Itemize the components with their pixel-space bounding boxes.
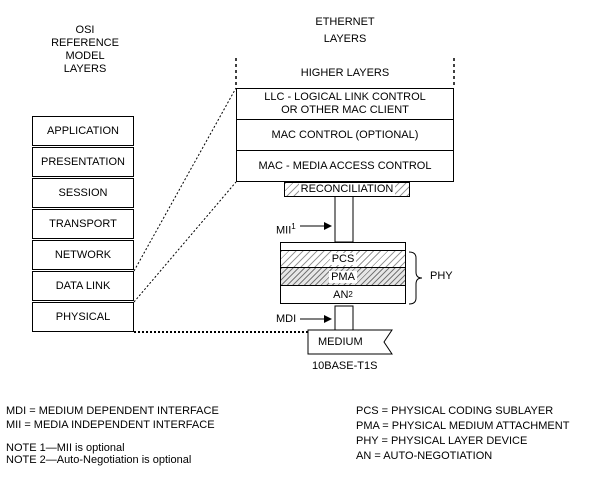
osi-title-line: OSI (75, 24, 95, 36)
pcs-label: PCS (329, 253, 357, 265)
pcs-box: PCS (280, 250, 406, 268)
legend-item: MII = MEDIA INDEPENDENT INTERFACE (6, 419, 215, 431)
data-link-lower-line (133, 181, 237, 303)
mdi-label: MDI (276, 313, 297, 325)
phy-brace (408, 251, 423, 305)
osi-layer-physical: PHYSICAL (32, 302, 134, 332)
legend-right: PCS = PHYSICAL CODING SUBLAYER PMA = PHY… (356, 404, 569, 464)
osi-layer-label: PHYSICAL (55, 311, 111, 323)
higher-layers: HIGHER LAYERS (236, 58, 454, 88)
osi-layer-presentation: PRESENTATION (32, 147, 134, 177)
higher-layers-label: HIGHER LAYERS (300, 66, 390, 79)
ethernet-title: ETHERNET LAYERS (300, 14, 390, 48)
note-item: NOTE 1—MII is optional (6, 442, 125, 454)
mii-note-sup: 1 (291, 222, 296, 231)
osi-title-line: REFERENCE (51, 37, 119, 49)
mii-text: MII (276, 224, 292, 237)
llc-label-1: LLC - LOGICAL LINK CONTROL (264, 91, 426, 103)
mdi-connector (334, 305, 354, 331)
mac-control-box: MAC CONTROL (OPTIONAL) (236, 119, 454, 151)
medium-shape (307, 329, 393, 355)
osi-layer-network: NETWORK (32, 240, 134, 270)
phy-label: PHY (430, 270, 453, 282)
pma-label: PMA (329, 270, 357, 283)
an-text: AN (333, 288, 349, 301)
reconciliation-label: RECONCILIATION (298, 183, 396, 196)
mii-connector (334, 195, 354, 243)
osi-title-line: LAYERS (63, 63, 107, 75)
mac-label: MAC - MEDIA ACCESS CONTROL (258, 159, 432, 172)
pcs-above-line (280, 242, 406, 251)
ethernet-title-line: ETHERNET (315, 16, 375, 28)
osi-layer-label: DATA LINK (55, 280, 111, 292)
osi-layer-label: PRESENTATION (41, 156, 125, 168)
osi-layer-label: NETWORK (54, 249, 112, 261)
legend-item: PCS = PHYSICAL CODING SUBLAYER (356, 405, 554, 417)
osi-title: OSI REFERENCE MODEL LAYERS (50, 24, 120, 76)
mac-control-label: MAC CONTROL (OPTIONAL) (271, 128, 419, 141)
osi-layer-label: SESSION (58, 187, 108, 199)
note-item: NOTE 2—Auto-Negotiation is optional (6, 454, 192, 466)
legend-item: PMA = PHYSICAL MEDIUM ATTACHMENT (356, 420, 570, 432)
legend-item: AN = AUTO-NEGOTIATION (356, 450, 493, 462)
data-link-upper-line (133, 87, 237, 272)
mii-arrow-head (324, 222, 332, 230)
ethernet-title-line: LAYERS (323, 33, 367, 45)
mac-box: MAC - MEDIA ACCESS CONTROL (236, 150, 454, 182)
legend-left: MDI = MEDIUM DEPENDENT INTERFACE MII = M… (6, 404, 219, 432)
llc-label-2: OR OTHER MAC CLIENT (281, 104, 409, 116)
legend-item: PHY = PHYSICAL LAYER DEVICE (356, 435, 528, 447)
osi-title-line: MODEL (65, 50, 105, 62)
mii-label: MII1 (276, 220, 296, 238)
reconciliation-box: RECONCILIATION (284, 182, 410, 197)
pma-box: PMA (280, 267, 406, 286)
standard-label: 10BASE-T1S (312, 360, 378, 372)
osi-layer-application: APPLICATION (32, 116, 134, 146)
osi-layer-data-link: DATA LINK (32, 271, 134, 301)
legend-notes: NOTE 1—MII is optional NOTE 2—Auto-Negot… (6, 442, 191, 466)
osi-layer-label: TRANSPORT (49, 218, 117, 230)
llc-box: LLC - LOGICAL LINK CONTROL OR OTHER MAC … (236, 88, 454, 120)
legend-item: MDI = MEDIUM DEPENDENT INTERFACE (6, 405, 219, 417)
medium-label: MEDIUM (318, 336, 363, 348)
mdi-arrow-head (324, 315, 332, 323)
osi-layer-session: SESSION (32, 178, 134, 208)
an-note-sup: 2 (348, 290, 353, 299)
osi-layer-label: APPLICATION (47, 125, 119, 137)
osi-layer-transport: TRANSPORT (32, 209, 134, 239)
